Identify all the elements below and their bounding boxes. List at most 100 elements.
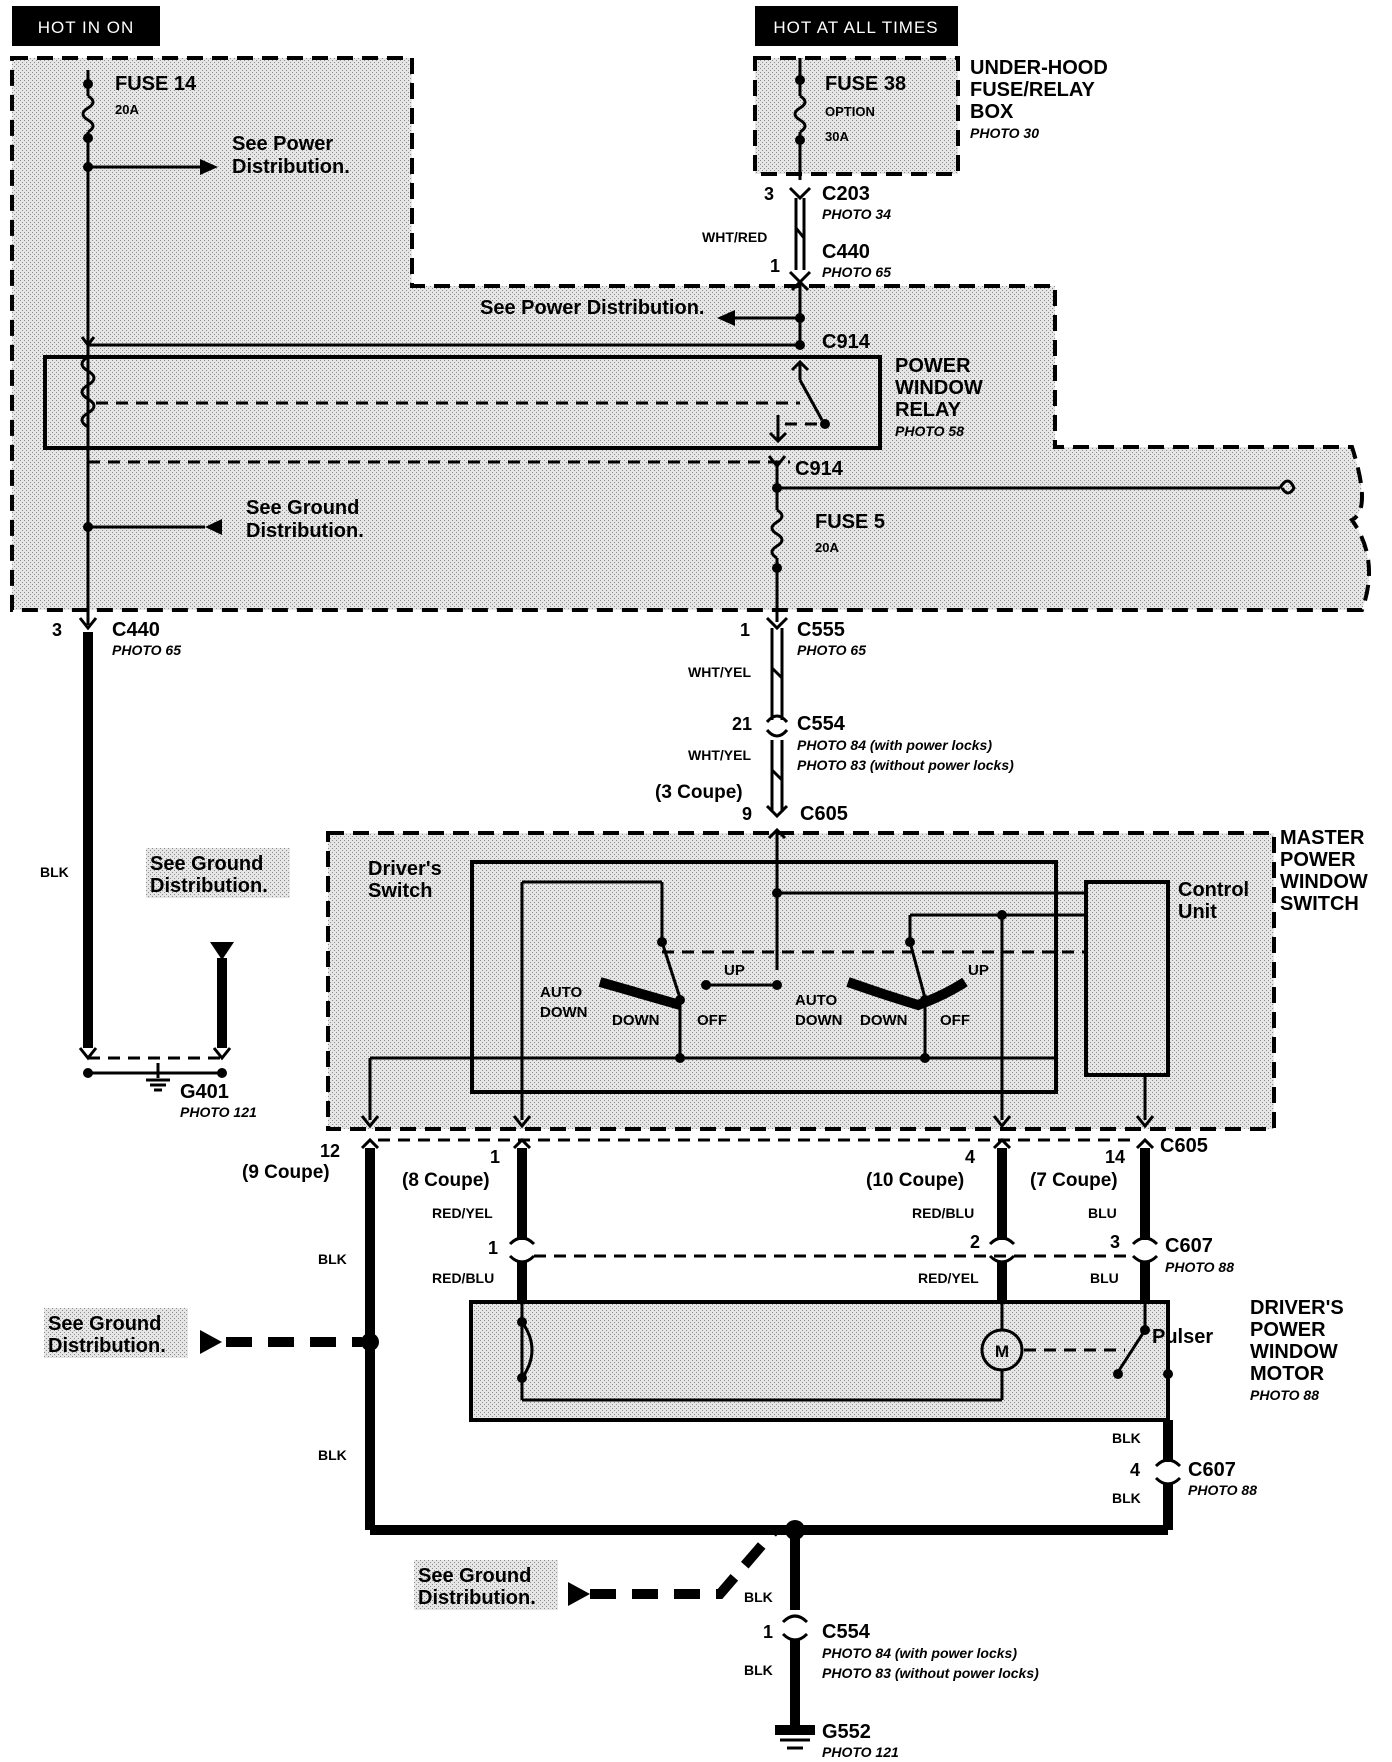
fuse38-label: FUSE 38: [825, 73, 906, 95]
c440-top-photo: PHOTO 65: [822, 264, 891, 280]
c914-label: C914: [822, 331, 871, 353]
wire-blk-motor: BLK: [1112, 1430, 1141, 1446]
c554-b-pin: 1: [763, 1622, 773, 1642]
motor-m: M: [995, 1342, 1009, 1361]
see-ground-left-mid-box: [146, 848, 290, 898]
see-power-2: Distribution.: [232, 156, 350, 178]
c555-photo: PHOTO 65: [797, 642, 866, 658]
c607-b-pin: 4: [1130, 1460, 1140, 1480]
drivers-switch-box: [470, 860, 1058, 1094]
c554-b-photo-a: PHOTO 84 (with power locks): [822, 1645, 1017, 1661]
c554-photo-a: PHOTO 84 (with power locks): [797, 737, 992, 753]
see-ground-bottom-box: [414, 1560, 558, 1610]
hot-in-on-badge: [12, 6, 160, 46]
left-auto-down-label: DOWN: [540, 1004, 588, 1021]
c605-top-label: C605: [800, 803, 848, 825]
right-auto-label: AUTO: [795, 992, 838, 1009]
underhood-line3: BOX: [970, 101, 1014, 123]
c607-b-label: C607: [1188, 1459, 1236, 1481]
c203-label: C203: [822, 183, 870, 205]
see-ground-2-upper: Distribution.: [246, 520, 364, 542]
c605-top-pin: 9: [742, 804, 752, 824]
fuse38-rating: 30A: [825, 129, 849, 144]
fuse5-rating: 20A: [815, 540, 839, 555]
see-ground-2-mid: Distribution.: [150, 875, 268, 897]
right-up-label: UP: [968, 962, 989, 979]
c554-pin: 21: [732, 714, 752, 734]
relay-line3: RELAY: [895, 399, 962, 421]
hot-at-all-times-badge: [755, 6, 958, 46]
wire-wht-red: WHT/RED: [702, 229, 767, 245]
c440-left-pin: 3: [52, 620, 62, 640]
see-ground-1-bottom: See Ground: [418, 1565, 531, 1587]
control-unit-box: [1084, 880, 1170, 1077]
left-off-label: OFF: [697, 1012, 727, 1029]
fuse5-label: FUSE 5: [815, 511, 885, 533]
c440-top-label: C440: [822, 241, 870, 263]
pulser-label: Pulser: [1152, 1326, 1213, 1348]
drivers-switch-1: Driver's: [368, 858, 442, 880]
wire-wht-yel-2: WHT/YEL: [688, 747, 751, 763]
c607-pin1: 1: [488, 1238, 498, 1258]
master-line4: SWITCH: [1280, 893, 1359, 915]
underhood-line1: UNDER-HOOD: [970, 57, 1108, 79]
right-auto-down-label: DOWN: [795, 1012, 843, 1029]
wire-red-yel-2: RED/YEL: [918, 1270, 979, 1286]
wire-blu-2: BLU: [1090, 1270, 1119, 1286]
relay-photo: PHOTO 58: [895, 423, 964, 439]
c607-photo: PHOTO 88: [1165, 1259, 1234, 1275]
master-line2: POWER: [1280, 849, 1356, 871]
motor-line3: WINDOW: [1250, 1341, 1338, 1363]
c554-photo-b: PHOTO 83 (without power locks): [797, 757, 1014, 773]
coupe-9: (9 Coupe): [242, 1162, 330, 1183]
wire-red-yel: RED/YEL: [432, 1205, 493, 1221]
master-line3: WINDOW: [1280, 871, 1368, 893]
pin-14: 14: [1105, 1147, 1125, 1167]
pin-1: 1: [490, 1147, 500, 1167]
underhood-box-region: [753, 56, 960, 176]
right-down-label: DOWN: [860, 1012, 908, 1029]
see-power-single: See Power Distribution.: [480, 297, 704, 319]
wire-blu: BLU: [1088, 1205, 1117, 1221]
left-down-label: DOWN: [612, 1012, 660, 1029]
see-ground-1-low: See Ground: [48, 1313, 161, 1335]
control-unit-1: Control: [1178, 879, 1249, 901]
c607-label: C607: [1165, 1235, 1213, 1257]
c554-b-photo-b: PHOTO 83 (without power locks): [822, 1665, 1039, 1681]
see-power-1: See Power: [232, 133, 333, 155]
motor-photo: PHOTO 88: [1250, 1387, 1319, 1403]
c203-pin: 3: [764, 184, 774, 204]
left-auto-label: AUTO: [540, 984, 583, 1001]
wire-blk-bottom: BLK: [744, 1662, 773, 1678]
coupe-10: (10 Coupe): [866, 1170, 964, 1191]
wire-red-blu-2: RED/BLU: [432, 1270, 494, 1286]
motor-line2: POWER: [1250, 1319, 1326, 1341]
hot-at-all-times-label: HOT AT ALL TIMES: [773, 18, 938, 37]
pin-12: 12: [320, 1141, 340, 1161]
wire-red-blu: RED/BLU: [912, 1205, 974, 1221]
c605-bottom-label: C605: [1160, 1135, 1208, 1157]
c555-pin: 1: [740, 620, 750, 640]
see-ground-1-mid: See Ground: [150, 853, 263, 875]
see-ground-1-upper: See Ground: [246, 497, 359, 519]
wire-blk-left: BLK: [40, 864, 69, 880]
c440-left-label: C440: [112, 619, 160, 641]
master-switch-region: [326, 831, 1276, 1131]
c605-top-coupe: (3 Coupe): [655, 782, 743, 803]
hot-in-on-label: HOT IN ON: [38, 18, 135, 37]
wire-blk-lower: BLK: [318, 1447, 347, 1463]
motor-line1: DRIVER'S: [1250, 1297, 1344, 1319]
drivers-switch-2: Switch: [368, 880, 432, 902]
see-ground-2-bottom: Distribution.: [418, 1587, 536, 1609]
g552-photo: PHOTO 121: [822, 1744, 899, 1760]
c203-photo: PHOTO 34: [822, 206, 891, 222]
wire-blk-diag: BLK: [744, 1589, 773, 1605]
c555-label: C555: [797, 619, 845, 641]
see-ground-2-low: Distribution.: [48, 1335, 166, 1357]
motor-box: [469, 1300, 1170, 1422]
c607-pin3: 3: [1110, 1232, 1120, 1252]
pin-4: 4: [965, 1147, 975, 1167]
fuse-box-region: [10, 56, 1372, 612]
c554-b-label: C554: [822, 1621, 871, 1643]
